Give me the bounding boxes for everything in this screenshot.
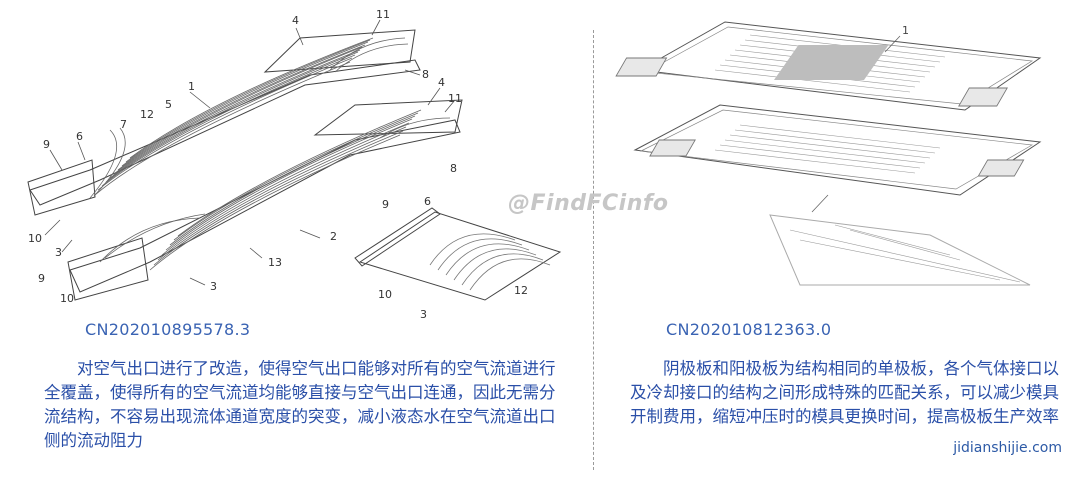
callout-12b: 12 bbox=[514, 284, 528, 297]
callout-12a: 12 bbox=[140, 108, 154, 121]
right-patent-panel: 1 CN202010812363.0 阴极板和阳极板为结构相同的单极板，各个气体… bbox=[600, 0, 1080, 481]
callout-4a: 4 bbox=[292, 14, 299, 27]
callout-6b: 6 bbox=[424, 195, 431, 208]
callout-11a: 11 bbox=[376, 8, 390, 21]
callout-3c: 3 bbox=[420, 308, 427, 320]
callout-10a: 10 bbox=[28, 232, 42, 245]
callout-3b: 3 bbox=[210, 280, 217, 293]
callout-9c: 9 bbox=[382, 198, 389, 211]
callout-5: 5 bbox=[165, 98, 172, 111]
callout-11b: 11 bbox=[448, 92, 462, 105]
watermark: @FindFCinfo bbox=[508, 191, 669, 216]
right-patent-drawing: 1 bbox=[615, 21, 1042, 286]
callout-6a: 6 bbox=[76, 130, 83, 143]
callout-9b: 9 bbox=[38, 272, 45, 285]
callout-13: 13 bbox=[268, 256, 282, 269]
callout-10c: 10 bbox=[378, 288, 392, 301]
callout-3a: 3 bbox=[55, 246, 62, 259]
right-patent-number: CN202010812363.0 bbox=[666, 320, 832, 339]
right-callout-1: 1 bbox=[902, 24, 909, 37]
callout-10b: 10 bbox=[60, 292, 74, 305]
left-patent-drawing: 1 4 11 8 5 12 7 6 9 10 3 4 11 8 2 13 9 1… bbox=[27, 8, 562, 320]
callout-9a: 9 bbox=[43, 138, 50, 151]
callout-4b: 4 bbox=[438, 76, 445, 89]
site-credit: jidianshijie.com bbox=[949, 439, 1066, 457]
callout-8b: 8 bbox=[450, 162, 457, 175]
callout-8a: 8 bbox=[422, 68, 429, 81]
left-patent-number: CN202010895578.3 bbox=[85, 320, 251, 339]
callout-2: 2 bbox=[330, 230, 337, 243]
callout-7: 7 bbox=[120, 118, 127, 131]
left-description: 对空气出口进行了改造，使得空气出口能够对所有的空气流道进行全覆盖，使得所有的空气… bbox=[44, 359, 556, 450]
panel-divider bbox=[593, 30, 594, 470]
callout-1a: 1 bbox=[188, 80, 195, 93]
right-description: 阴极板和阳极板为结构相同的单极板，各个气体接口以及冷却接口的结构之间形成特殊的匹… bbox=[630, 359, 1059, 426]
left-patent-panel: 1 4 11 8 5 12 7 6 9 10 3 4 11 8 2 13 9 1… bbox=[27, 8, 562, 450]
